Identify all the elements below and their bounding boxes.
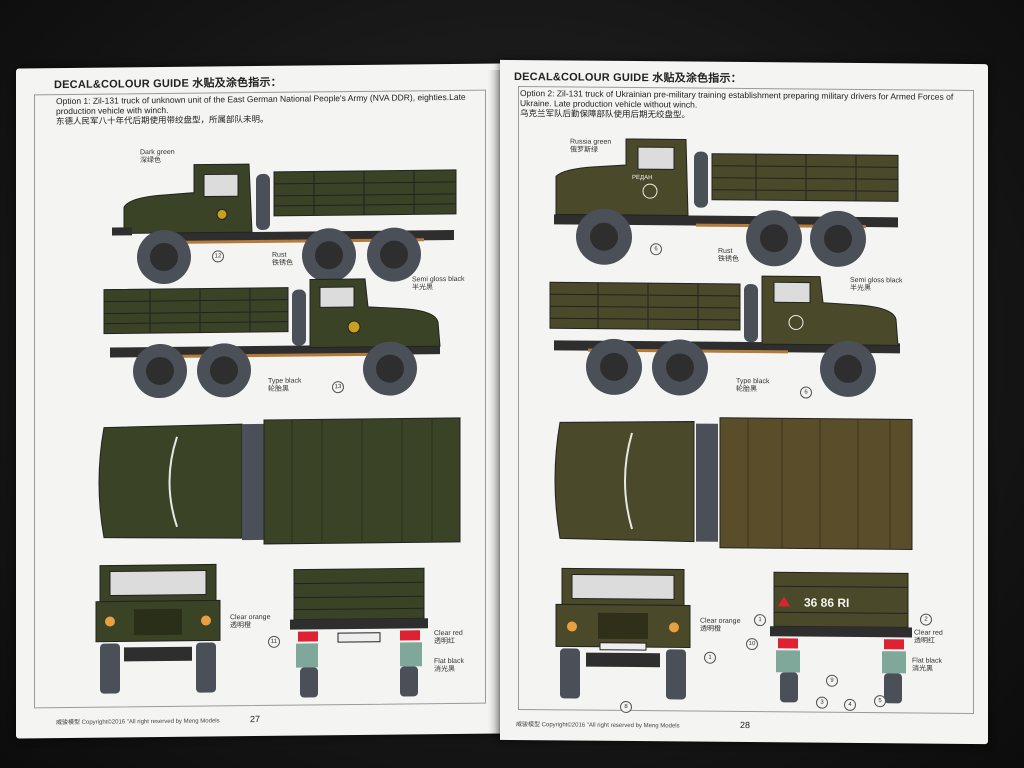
guide-title: DECAL&COLOUR GUIDE 水贴及涂色指示： [54, 76, 282, 92]
callout-13: 13 [332, 381, 344, 394]
truck-rear-view [290, 567, 428, 698]
callout-3: 3 [816, 696, 828, 709]
truck-front-view [95, 563, 221, 694]
option-2-description: Option 2: Zil-131 truck of Ukrainian pre… [520, 88, 960, 122]
callout-5: 5 [874, 695, 886, 708]
truck-side-view-right-facing [549, 275, 900, 397]
callout-9: 9 [826, 674, 838, 687]
callout-12: 12 [212, 250, 224, 263]
truck-side-view-left-facing: РЕДАН [554, 138, 899, 267]
left-page: DECAL&COLOUR GUIDE 水贴及涂色指示： Option 1: Zi… [16, 63, 500, 739]
callout-6-lower: 6 [800, 386, 812, 399]
truck-rear-view: 36 86 RI [770, 571, 912, 704]
callout-4: 4 [844, 698, 856, 711]
option-1-description: Option 1: Zil-131 truck of unknown unit … [56, 92, 476, 126]
callout-6: 6 [650, 243, 662, 256]
truck-side-view-right-facing [103, 278, 441, 399]
callout-1-rear: 1 [754, 614, 766, 627]
svg-text:36 86 RI: 36 86 RI [804, 596, 849, 610]
page-number: 28 [740, 719, 751, 731]
truck-top-view [98, 417, 461, 545]
callout-2: 2 [920, 613, 932, 626]
right-page: DECAL&COLOUR GUIDE 水贴及涂色指示： Option 2: Zi… [500, 59, 988, 745]
svg-text:РЕДАН: РЕДАН [632, 175, 652, 181]
callout-1-front: 1 [704, 651, 716, 664]
truck-side-view-left-facing [112, 163, 457, 284]
page-footer: 威骏模型 Copyright©2016 "All right reserved … [516, 722, 680, 730]
callout-8: 8 [620, 700, 632, 714]
option-2-text: Option 2: Zil-131 truck of Ukrainian pre… [520, 88, 954, 110]
callout-10: 10 [746, 638, 758, 651]
guide-title: DECAL&COLOUR GUIDE 水贴及涂色指示： [514, 70, 742, 85]
callout-11: 11 [268, 635, 280, 648]
page-footer: 威骏模型 Copyright©2016 "All right reserved … [56, 718, 220, 727]
truck-front-view [555, 567, 691, 700]
truck-top-view [554, 417, 913, 550]
page-number: 27 [250, 713, 261, 725]
